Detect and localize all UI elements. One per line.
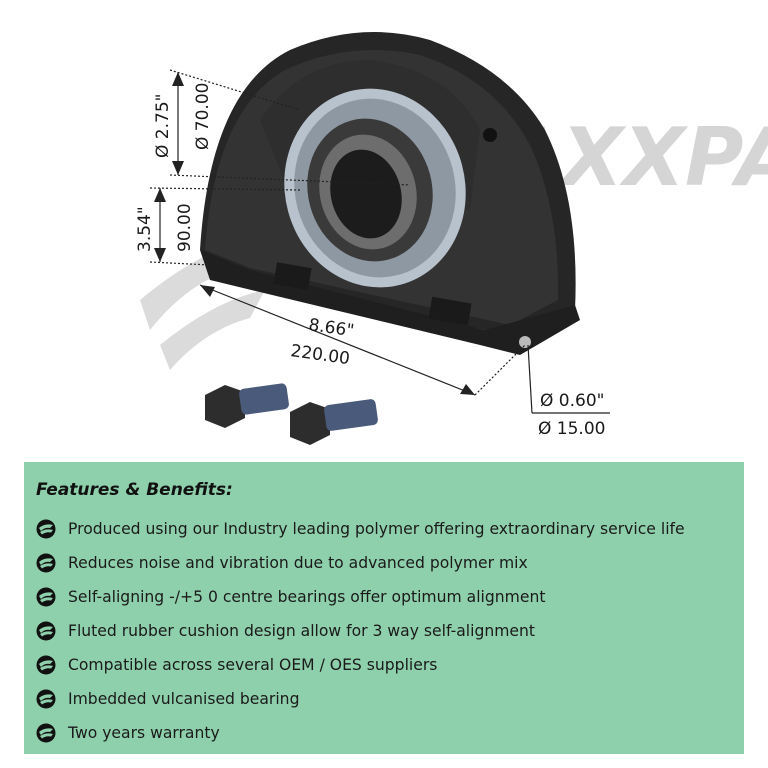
height-inches: 3.54" [135,206,155,252]
feature-item: Compatible across several OEM / OES supp… [36,648,730,682]
feature-item: Two years warranty [36,716,730,750]
feature-text: Reduces noise and vibration due to advan… [68,554,528,572]
swoosh-bullet-icon [36,621,56,641]
features-panel: Features & Benefits: Produced using our … [24,462,744,754]
feature-item: Fluted rubber cushion design allow for 3… [36,614,730,648]
feature-item: Imbedded vulcanised bearing [36,682,730,716]
bore-diameter-mm: Ø 70.00 [193,83,213,150]
feature-text: Produced using our Industry leading poly… [68,520,685,538]
swoosh-bullet-icon [36,655,56,675]
features-list: Produced using our Industry leading poly… [36,512,730,750]
feature-text: Compatible across several OEM / OES supp… [68,656,438,674]
swoosh-bullet-icon [36,553,56,573]
feature-item: Reduces noise and vibration due to advan… [36,546,730,580]
feature-item: Produced using our Industry leading poly… [36,512,730,546]
height-mm: 90.00 [175,203,195,252]
features-title: Features & Benefits: [36,480,233,500]
length-inches: 8.66" [307,315,355,341]
center-bearing-illustration [200,32,580,355]
dimension-lines [149,69,610,414]
hole-diameter-mm: Ø 15.00 [538,419,605,439]
bore-diameter-inches: Ø 2.75" [153,94,173,158]
feature-text: Self-aligning -/+5 0 centre bearings off… [68,588,546,606]
swoosh-bullet-icon [36,587,56,607]
swoosh-bullet-icon [36,519,56,539]
mounting-bolt [290,399,378,445]
swoosh-bullet-icon [36,689,56,709]
mounting-bolt [205,383,289,428]
swoosh-bullet-icon [36,723,56,743]
feature-text: Imbedded vulcanised bearing [68,690,300,708]
feature-text: Fluted rubber cushion design allow for 3… [68,622,536,640]
product-image: MAXXPAS [135,32,768,445]
feature-text: Two years warranty [68,724,220,742]
feature-item: Self-aligning -/+5 0 centre bearings off… [36,580,730,614]
hole-diameter-inches: Ø 0.60" [540,391,604,411]
length-mm: 220.00 [289,341,351,369]
